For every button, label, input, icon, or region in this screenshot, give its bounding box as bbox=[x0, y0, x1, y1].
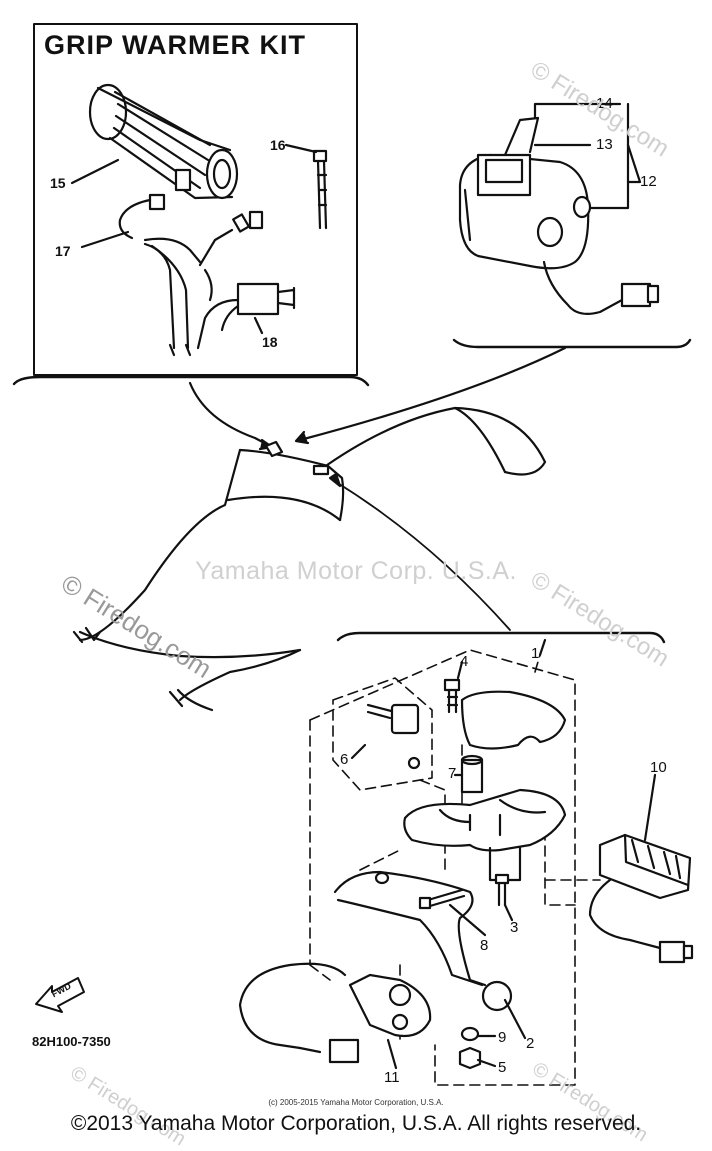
callout-5: 5 bbox=[498, 1059, 507, 1076]
kit-frame bbox=[33, 23, 358, 376]
assembly-1-underline bbox=[336, 631, 666, 644]
callout-12: 12 bbox=[640, 173, 657, 190]
part-6 bbox=[366, 703, 421, 770]
screw-8 bbox=[418, 888, 466, 910]
leader-4 bbox=[456, 660, 464, 680]
wire-harness bbox=[118, 193, 264, 357]
sensor-11 bbox=[238, 962, 432, 1064]
assembly-12-underline bbox=[452, 338, 692, 349]
callout-10: 10 bbox=[650, 759, 667, 776]
leader-14 bbox=[533, 102, 622, 120]
washer-9 bbox=[460, 1026, 480, 1042]
leader-1 bbox=[538, 638, 547, 657]
callout-9: 9 bbox=[498, 1029, 507, 1046]
leader-15 bbox=[70, 158, 120, 185]
leader-2 bbox=[503, 998, 527, 1040]
callout-17: 17 bbox=[55, 243, 71, 259]
leader-8 bbox=[448, 903, 487, 937]
throttle-lever bbox=[333, 870, 513, 1012]
arrow-kit-to-hood bbox=[188, 381, 272, 448]
leader-6 bbox=[350, 743, 367, 760]
switch-assembly-12 bbox=[458, 116, 660, 315]
leader-16 bbox=[284, 143, 318, 154]
heated-grip bbox=[88, 83, 239, 200]
kit-title: GRIP WARMER KIT bbox=[44, 30, 307, 60]
screw-3 bbox=[494, 873, 510, 907]
kit-frame-underline bbox=[12, 375, 370, 387]
arrow-assembly12-to-hood bbox=[298, 346, 567, 442]
callout-15: 15 bbox=[50, 175, 66, 191]
hood-outline bbox=[72, 406, 547, 712]
leader-18 bbox=[253, 316, 264, 335]
callout-8: 8 bbox=[480, 937, 489, 954]
cable-to-lever bbox=[335, 481, 511, 631]
bracket-12 bbox=[626, 143, 642, 184]
callout-1: 1 bbox=[531, 645, 540, 662]
cable-tie bbox=[312, 149, 328, 230]
footer-copyright: ©2013 Yamaha Motor Corporation, U.S.A. A… bbox=[70, 1112, 642, 1135]
leader-10 bbox=[643, 773, 657, 842]
lever-holder bbox=[403, 788, 567, 882]
leader-3 bbox=[503, 903, 514, 922]
callout-16: 16 bbox=[270, 137, 286, 153]
leader-5 bbox=[476, 1058, 497, 1068]
callout-3: 3 bbox=[510, 919, 519, 936]
nut-5 bbox=[458, 1046, 482, 1070]
fwd-arrow-icon bbox=[35, 977, 85, 1013]
callout-14: 14 bbox=[596, 95, 613, 112]
sensor-10 bbox=[588, 833, 694, 964]
callout-2: 2 bbox=[526, 1035, 535, 1052]
callout-11: 11 bbox=[384, 1069, 400, 1086]
grip-switch bbox=[196, 282, 296, 350]
callout-6: 6 bbox=[340, 751, 349, 768]
callout-4: 4 bbox=[460, 653, 469, 670]
callout-13: 13 bbox=[596, 136, 613, 153]
leader-11 bbox=[386, 1038, 398, 1070]
part-code: 82H100-7350 bbox=[32, 1034, 111, 1049]
leader-17 bbox=[80, 230, 130, 249]
spacer-7 bbox=[460, 754, 484, 794]
callout-7: 7 bbox=[448, 765, 457, 782]
small-copyright: (c) 2005-2015 Yamaha Motor Corporation, … bbox=[268, 1098, 444, 1107]
screw-4 bbox=[443, 678, 461, 714]
callout-18: 18 bbox=[262, 334, 278, 350]
lever-cover bbox=[460, 690, 567, 750]
